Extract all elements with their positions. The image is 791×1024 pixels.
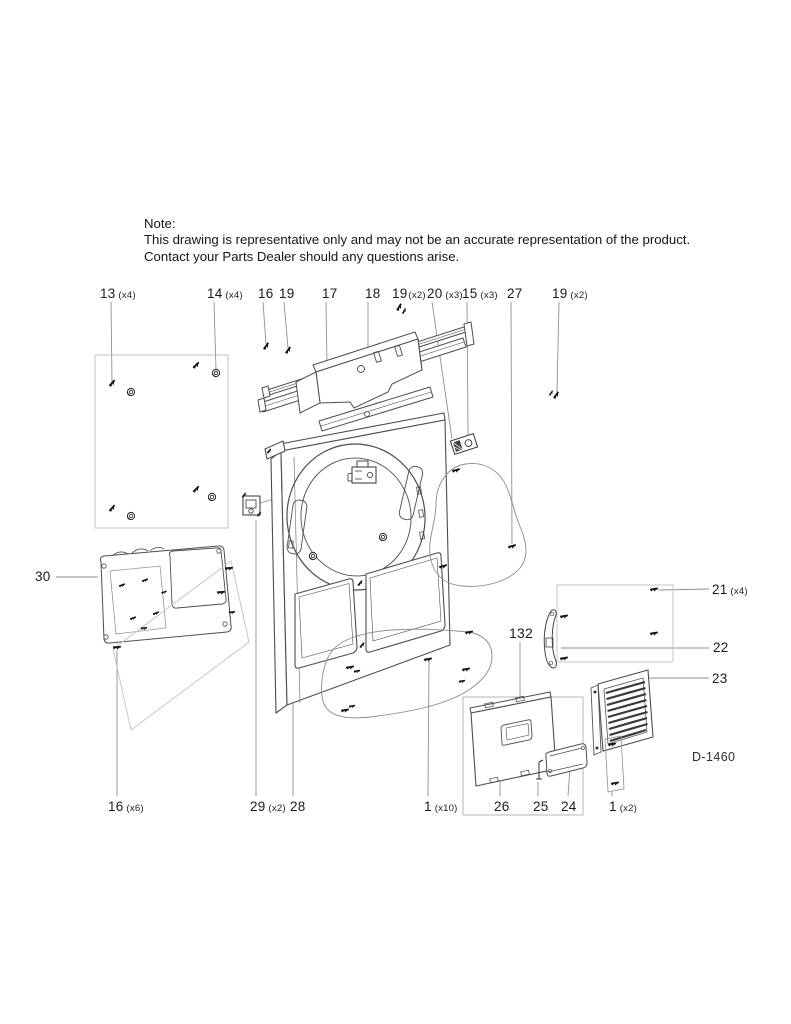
strip-1-x2 [604,735,625,793]
part-label-16-top: 16 [258,286,274,301]
part-label-24: 24 [561,799,577,814]
bracket-assembly-30 [99,545,232,644]
clip-15 [449,433,479,455]
part-label-29: 29(x2) [250,799,286,814]
part-label-21: 21(x4) [712,582,748,597]
seal-blob-27 [429,463,527,587]
vent-grille-23 [590,669,654,756]
note-title: Note: [144,216,176,231]
note-line-2: Contact your Parts Dealer should any que… [144,248,460,264]
part-label-23: 23 [712,671,728,686]
part-label-25: 25 [533,799,549,814]
thermostat [347,460,377,484]
part-label-132: 132 [509,625,533,641]
cover-24 [545,743,588,777]
overlay-panel-16 [111,560,250,731]
access-panel-26 [469,691,557,787]
overlay-panel-21 [556,584,674,663]
part-label-1-x2: 1(x2) [609,799,638,814]
part-label-22: 22 [713,640,729,655]
part-label-30: 30 [35,569,51,584]
part-label-17: 17 [322,286,338,301]
note: Note: This drawing is representative onl… [144,216,690,265]
part-label-15: 15(x3) [462,286,498,301]
part-label-1-x10: 1(x10) [424,799,458,814]
part-label-19-top: 19 [279,286,295,301]
drum-opening-ring [286,443,426,591]
top-bracket-assembly [257,302,562,432]
bracket-22 [543,609,557,669]
switch-bracket-29 [240,492,263,518]
part-label-16-bottom: 16(x6) [108,799,144,814]
part-label-18: 18 [365,286,381,301]
part-label-27: 27 [507,286,523,301]
part-label-28: 28 [290,799,306,814]
note-line-1: This drawing is representative only and … [144,232,691,248]
drawing-id: D-1460 [692,750,736,764]
part-label-19-x2-left: 19(x2) [392,286,426,301]
part-label-13: 13(x4) [100,286,136,301]
seal-blob-1 [321,628,493,719]
part-label-14: 14(x4) [207,286,243,301]
rear-panel [264,412,451,715]
part-label-19-x2-right: 19(x2) [552,286,588,301]
part-label-20: 20(x3) [427,286,463,301]
pin-25 [536,759,544,780]
part-label-26: 26 [494,799,510,814]
mounting-plate-outline [94,354,229,529]
